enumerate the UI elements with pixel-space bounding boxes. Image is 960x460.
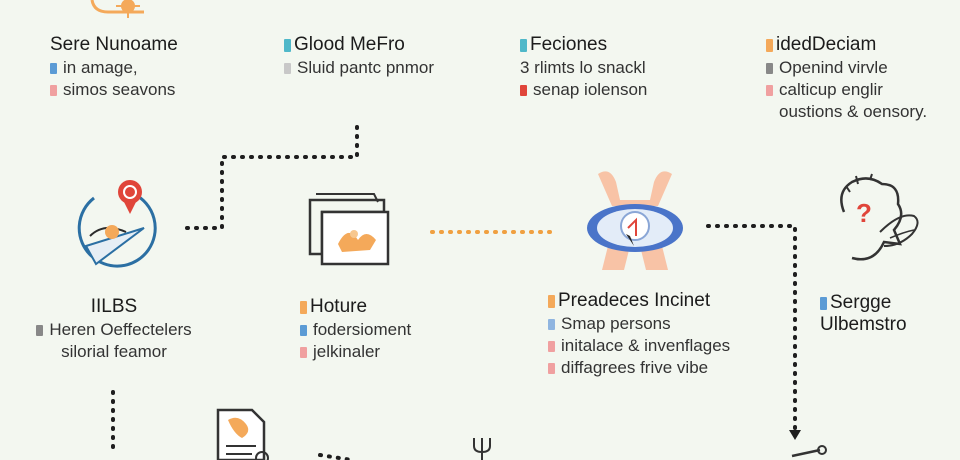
- node-line: oustions & oensory.: [779, 102, 928, 121]
- node-iilbs: IILBS Heren Oeffectelers silorial feamor: [22, 296, 206, 362]
- node-feciones: Feciones 3 rlimts lo snackl senap iolens…: [520, 34, 647, 100]
- bullet-blue: [300, 324, 307, 336]
- svg-text:?: ?: [856, 198, 872, 228]
- node-line: Sluid pantc pnmor: [297, 58, 435, 77]
- bullet-teal: [284, 38, 291, 52]
- node-line: Ulbemstro: [820, 314, 907, 335]
- bullet-gray: [284, 62, 291, 74]
- node-line: in amage,: [63, 58, 138, 77]
- compass-pin-icon: [77, 180, 157, 268]
- node-ideddeciam: idedDeciam Openind virvle calticup engli…: [766, 34, 927, 122]
- node-title: idedDeciam: [776, 34, 877, 55]
- connector-n7-to-n8: [706, 224, 797, 434]
- node-line: simos seavons: [63, 80, 176, 99]
- node-title: Feciones: [530, 34, 608, 55]
- node-sere-nunoame: Sere Nunoame in amage, simos seavons: [50, 34, 178, 100]
- node-line: silorial feamor: [61, 342, 167, 361]
- fork-icon: [473, 438, 491, 460]
- node-title: Hoture: [310, 296, 368, 317]
- sun-box-icon: [90, 0, 144, 18]
- node-line: jelkinaler: [313, 342, 381, 361]
- node-preadeces-incinet: Preadeces Incinet Smap persons initalace…: [548, 290, 730, 378]
- bullet-teal: [520, 38, 527, 52]
- bullet-blue: [820, 296, 827, 310]
- node-title: Sergge: [830, 292, 892, 313]
- node-hoture: Hoture fodersioment jelkinaler: [300, 296, 411, 362]
- folder-photo-icon: [308, 193, 390, 266]
- document-icon: [216, 408, 269, 460]
- bullet-orange: [300, 300, 307, 314]
- node-title: IILBS: [90, 296, 138, 317]
- bullet-gray: [766, 62, 773, 74]
- node-line: Heren Oeffectelers: [49, 320, 192, 339]
- node-title: Glood MeFro: [294, 34, 405, 55]
- bullet-orange: [548, 294, 555, 308]
- arrow-end-icon: [791, 445, 827, 458]
- bullet-orange: [766, 38, 773, 52]
- bullet-pink: [766, 84, 773, 96]
- bullet-blue: [548, 318, 555, 330]
- bullet-pink: [548, 362, 555, 374]
- node-line: senap iolenson: [533, 80, 648, 99]
- bullet-gray: [36, 324, 44, 336]
- node-glood-mefro: Glood MeFro Sluid pantc pnmor: [284, 34, 434, 78]
- node-line: initalace & invenflages: [561, 336, 731, 355]
- connector-bottom-mid: [318, 453, 354, 460]
- node-title: Preadeces Incinet: [558, 290, 711, 311]
- arrow-head-down: [789, 430, 801, 440]
- node-sergge: Sergge Ulbemstro: [820, 292, 907, 336]
- bullet-red: [520, 84, 527, 96]
- bullet-pink: [50, 84, 57, 96]
- node-line: Openind virvle: [779, 58, 888, 77]
- connector-n2-to-n5: [183, 125, 359, 230]
- bullet-pink: [300, 346, 307, 358]
- bullet-pink: [548, 340, 555, 352]
- node-title: Sere Nunoame: [50, 34, 178, 55]
- person-eye-icon: [587, 171, 683, 270]
- question-head-icon: ?: [840, 173, 919, 261]
- node-line: Smap persons: [561, 314, 671, 333]
- node-line: 3 rlimts lo snackl: [520, 58, 646, 77]
- node-line: calticup englir: [779, 80, 883, 99]
- node-line: diffagrees frive vibe: [561, 358, 709, 377]
- bullet-blue: [50, 62, 57, 74]
- node-line: fodersioment: [313, 320, 412, 339]
